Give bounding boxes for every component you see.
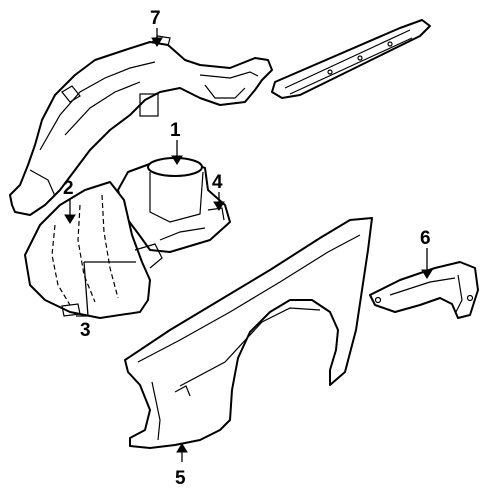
part-6-bracket (369, 261, 479, 319)
rail-segment (271, 19, 431, 99)
callout-3: 3 (80, 320, 91, 341)
callout-1: 1 (170, 120, 181, 141)
part-5-front-fender (124, 217, 373, 449)
part-2-splash-panel (24, 181, 163, 319)
leader-lines (64, 28, 433, 462)
callout-5: 5 (175, 468, 186, 489)
part-1-shock-tower (117, 157, 231, 253)
callout-2: 2 (63, 178, 74, 199)
part-7-apron-rail (9, 35, 273, 216)
callout-7: 7 (150, 8, 161, 29)
callout-4: 4 (212, 172, 223, 193)
callout-6: 6 (420, 228, 431, 249)
